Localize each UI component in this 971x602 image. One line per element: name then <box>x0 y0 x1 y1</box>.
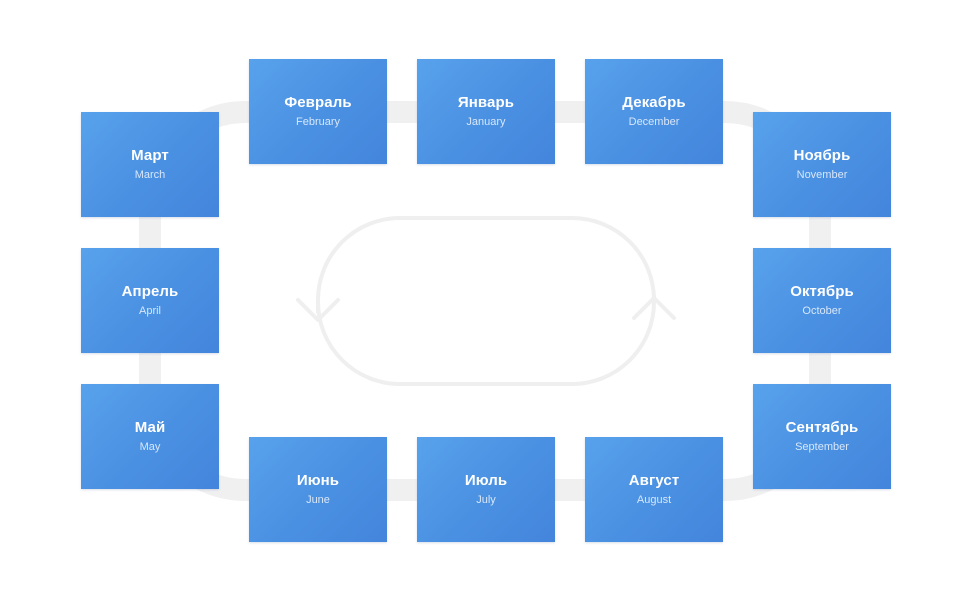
month-card-october[interactable]: Октябрь October <box>753 248 891 353</box>
month-name-en: October <box>802 304 842 317</box>
month-name-ru: Декабрь <box>622 93 686 111</box>
outer-track-loop <box>139 101 831 501</box>
month-name-en: May <box>139 440 161 453</box>
month-name-en: April <box>138 304 161 317</box>
month-card-january[interactable]: Январь January <box>417 59 555 164</box>
month-name-en: July <box>476 493 496 506</box>
month-name-ru: Февраль <box>284 93 352 111</box>
arrowhead-right <box>632 296 676 320</box>
month-name-en: September <box>795 440 849 453</box>
month-card-may[interactable]: Май May <box>81 384 219 489</box>
month-name-en: December <box>628 115 680 128</box>
month-card-september[interactable]: Сентябрь September <box>753 384 891 489</box>
month-name-ru: Июнь <box>296 471 340 489</box>
circular-arrows-icon <box>296 216 676 386</box>
cycle-arrow-path-right <box>316 294 656 386</box>
month-name-en: February <box>295 115 341 128</box>
cycle-arrow-path-left <box>316 216 656 314</box>
month-name-ru: Сентябрь <box>785 418 859 436</box>
month-name-en: June <box>306 493 330 506</box>
month-name-ru: Март <box>131 146 169 164</box>
month-name-ru: Октябрь <box>790 282 854 300</box>
month-name-ru: Ноябрь <box>793 146 851 164</box>
month-name-ru: Январь <box>457 93 515 111</box>
month-name-en: January <box>466 115 506 128</box>
month-name-ru: Апрель <box>121 282 179 300</box>
month-name-en: August <box>636 493 672 506</box>
month-card-november[interactable]: Ноябрь November <box>753 112 891 217</box>
month-name-ru: Август <box>628 471 680 489</box>
month-card-february[interactable]: Февраль February <box>249 59 387 164</box>
month-card-july[interactable]: Июль July <box>417 437 555 542</box>
month-card-december[interactable]: Декабрь December <box>585 59 723 164</box>
month-card-march[interactable]: Март March <box>81 112 219 217</box>
month-card-june[interactable]: Июнь June <box>249 437 387 542</box>
month-name-ru: Май <box>134 418 166 436</box>
arrowhead-left <box>296 298 340 322</box>
month-name-en: March <box>134 168 166 181</box>
month-name-en: November <box>796 168 848 181</box>
month-card-april[interactable]: Апрель April <box>81 248 219 353</box>
month-name-ru: Июль <box>464 471 508 489</box>
month-card-august[interactable]: Август August <box>585 437 723 542</box>
